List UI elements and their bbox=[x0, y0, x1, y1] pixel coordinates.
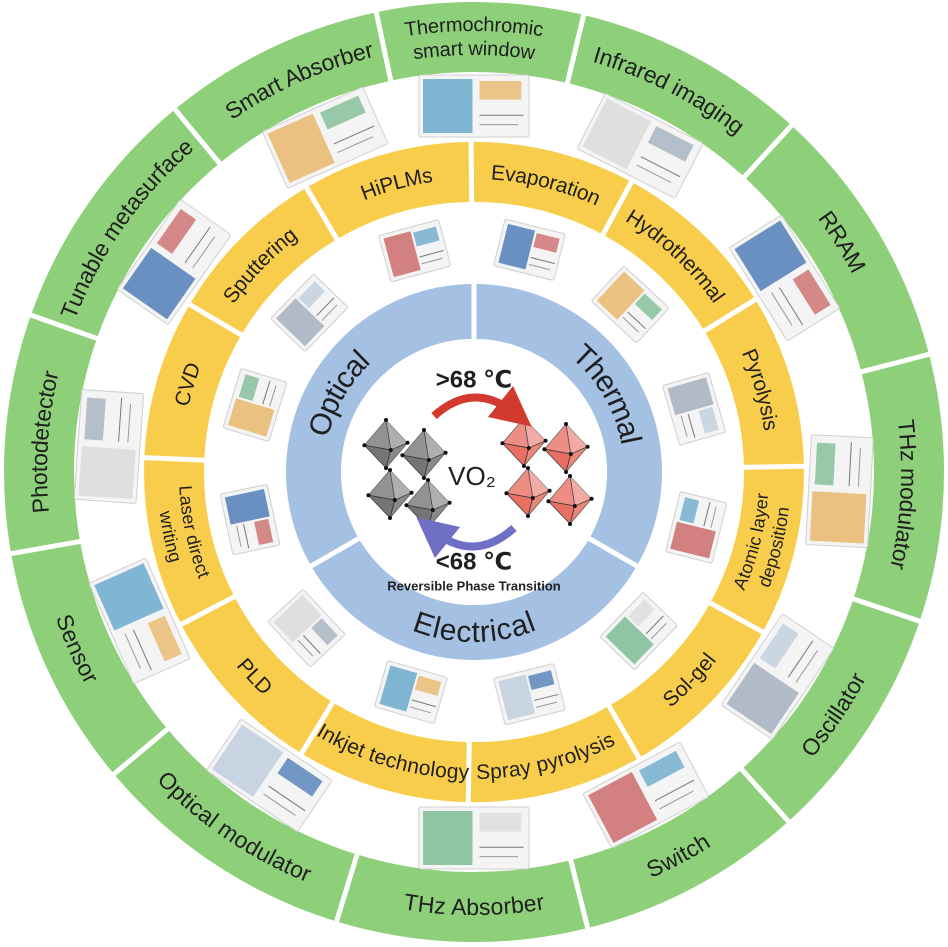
method-thumbnail bbox=[222, 368, 288, 442]
method-thumbnail bbox=[493, 663, 566, 726]
middle-ring-divider bbox=[179, 593, 237, 628]
application-thumbnail bbox=[117, 199, 231, 325]
middle-ring-divider bbox=[708, 600, 765, 635]
method-thumbnail bbox=[219, 484, 281, 556]
application-thumbnail bbox=[577, 93, 704, 199]
outer-ring-divider bbox=[172, 106, 223, 166]
application-thumbnail bbox=[262, 87, 388, 189]
method-thumbnail bbox=[600, 592, 678, 670]
application-thumbnail bbox=[418, 806, 530, 870]
heating-temperature-label: >68 ℃ bbox=[436, 367, 512, 394]
middle-ring-divider bbox=[702, 296, 758, 334]
center-panel: >68 ℃ VO₂ <68 ℃ Reversible Phase Transition bbox=[341, 339, 607, 605]
thumbnail-images bbox=[73, 74, 874, 870]
method-thumbnail bbox=[378, 219, 451, 283]
outer-ring-divider bbox=[564, 13, 587, 85]
metallic-octahedron bbox=[546, 474, 594, 526]
metallic-octahedron bbox=[504, 466, 552, 518]
application-thumbnail bbox=[582, 742, 709, 849]
cooling-arrow bbox=[416, 517, 517, 559]
method-thumbnail bbox=[493, 218, 566, 281]
inner-ring-divider bbox=[587, 535, 639, 569]
middle-ring-divider bbox=[465, 740, 472, 803]
method-thumbnail bbox=[268, 589, 345, 667]
rings bbox=[4, 2, 944, 942]
middle-ring-divider bbox=[298, 700, 336, 756]
heating-arrow bbox=[431, 385, 532, 427]
insulating-octahedron bbox=[366, 468, 414, 520]
middle-ring-divider bbox=[143, 455, 206, 463]
method-thumbnail bbox=[665, 491, 728, 564]
center-disc bbox=[341, 339, 607, 605]
application-thumbnail bbox=[418, 74, 530, 138]
metallic-octahedron bbox=[542, 422, 590, 474]
method-thumbnail bbox=[270, 274, 348, 352]
middle-ring-divider bbox=[468, 140, 475, 204]
application-thumbnail bbox=[729, 215, 840, 341]
outer-ring-divider bbox=[739, 766, 792, 824]
outer-label-thermochromic-2: smart window bbox=[412, 38, 537, 64]
application-thumbnail bbox=[206, 719, 332, 832]
inner-ring-divider bbox=[309, 535, 361, 569]
method-thumbnail bbox=[591, 266, 669, 343]
application-thumbnail bbox=[721, 614, 834, 740]
middle-ring-divider bbox=[606, 703, 642, 760]
application-thumbnail bbox=[73, 389, 145, 504]
middle-ring-divider bbox=[187, 301, 244, 338]
middle-ring-divider bbox=[742, 463, 805, 470]
method-thumbnail bbox=[374, 660, 448, 724]
outer-ring-divider bbox=[741, 123, 795, 180]
cooling-temperature-label: <68 ℃ bbox=[436, 549, 512, 576]
compound-label: VO₂ bbox=[448, 461, 496, 491]
outer-ring-divider bbox=[373, 10, 394, 83]
outer-ring-divider bbox=[9, 538, 82, 557]
outer-ring-divider bbox=[333, 852, 360, 924]
application-thumbnail bbox=[89, 558, 191, 684]
middle-ring-divider bbox=[303, 185, 340, 242]
method-thumbnail bbox=[662, 372, 726, 446]
insulating-octahedron bbox=[400, 428, 448, 480]
middle-ring-divider bbox=[600, 179, 635, 237]
insulating-octahedron bbox=[362, 418, 410, 470]
outer-ring-divider bbox=[859, 351, 931, 375]
application-thumbnail bbox=[805, 434, 874, 549]
phase-transition-caption: Reversible Phase Transition bbox=[387, 579, 560, 594]
outer-ring-divider bbox=[851, 596, 922, 624]
outer-ring-divider bbox=[29, 312, 99, 342]
outer-ring-divider bbox=[111, 726, 170, 777]
outer-ring-divider bbox=[568, 858, 591, 930]
